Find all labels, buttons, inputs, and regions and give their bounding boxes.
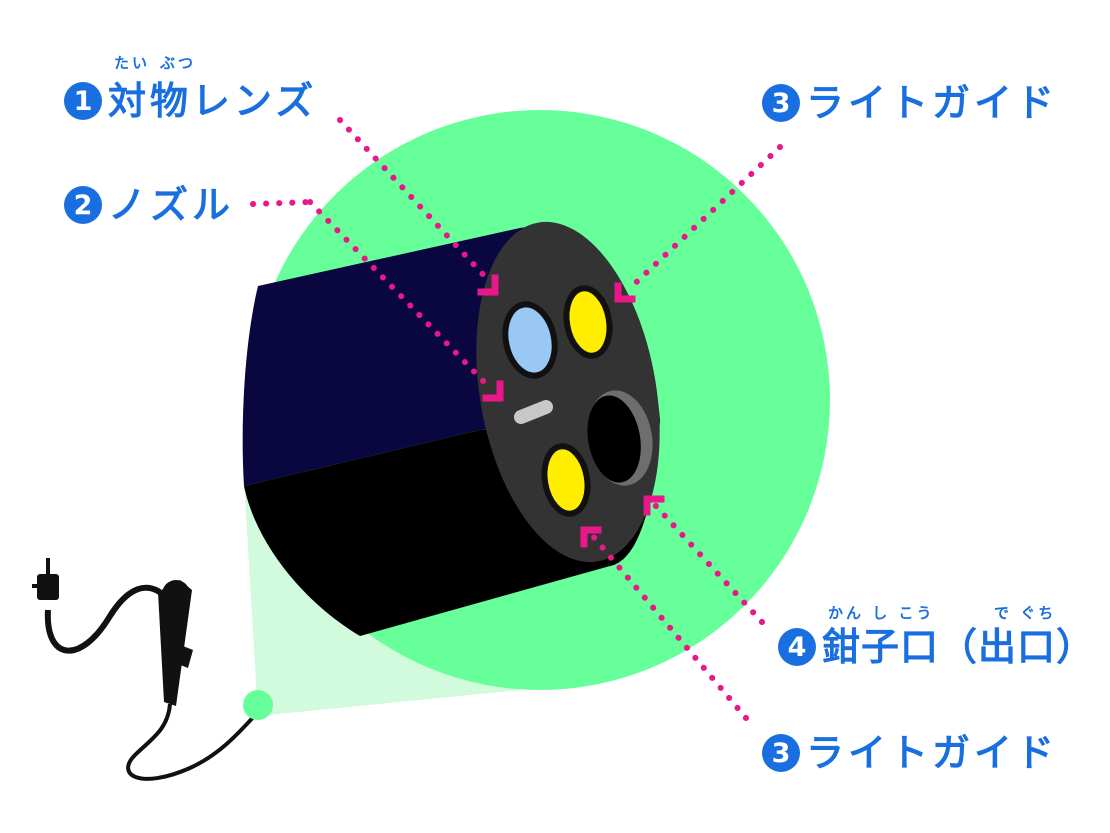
label-number-3-top: 3 (762, 84, 800, 122)
ruby-kanshikou: かん し こう (828, 604, 935, 622)
label-number-3-bottom: 3 (762, 734, 800, 772)
leader-light-guide-bottom (589, 532, 749, 721)
label-forceps-port: 4 鉗子口（出口） (778, 628, 1095, 666)
label-number-1: 1 (64, 82, 102, 120)
leader-forceps-port (652, 502, 765, 625)
arrowhead-objective-lens (477, 274, 499, 296)
arrowhead-forceps-port (643, 495, 665, 516)
label-objective-lens: 1 対物レンズ (64, 82, 317, 120)
label-nozzle: 2 ノズル (64, 186, 234, 224)
leader-light-guide-top (625, 144, 783, 293)
ruby-deguchi: で ぐち (994, 604, 1057, 622)
label-objective-lens-text: 対物レンズ (108, 79, 318, 123)
light-guide-top (563, 285, 613, 359)
leader-objective-lens (337, 117, 493, 285)
leader-nozzle (250, 199, 313, 207)
label-number-4: 4 (778, 628, 816, 666)
label-light-guide-bottom-text: ライトガイド (806, 731, 1059, 775)
arrowhead-light-guide-bottom (580, 526, 602, 548)
ruby-tai: たい (114, 54, 151, 72)
ruby-butsu: ぶつ (160, 54, 197, 72)
arrowhead-light-guide-top (614, 282, 636, 303)
label-number-2: 2 (64, 186, 102, 224)
nozzle (514, 400, 553, 424)
label-nozzle-text: ノズル (108, 183, 235, 227)
label-light-guide-top: 3 ライトガイド (762, 84, 1058, 122)
endoscope-device-icon (32, 558, 273, 781)
tip-highlight-dot (243, 690, 273, 720)
objective-lens (502, 301, 558, 379)
label-forceps-port-text: 鉗子口（出口） (822, 625, 1096, 669)
arrowhead-nozzle (482, 380, 504, 402)
leader-nozzle-diagonal (307, 199, 493, 391)
forceps-channel-hole (587, 395, 641, 483)
light-guide-bottom (541, 443, 591, 517)
label-light-guide-top-text: ライトガイド (806, 81, 1059, 125)
label-light-guide-bottom: 3 ライトガイド (762, 734, 1058, 772)
